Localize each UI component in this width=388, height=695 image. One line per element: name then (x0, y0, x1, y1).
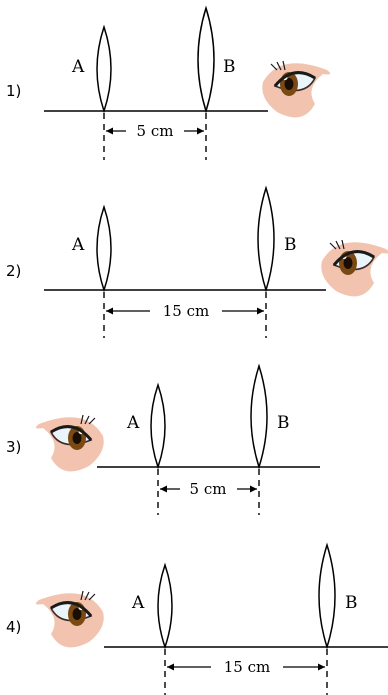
arrowhead-left-icon (106, 307, 113, 315)
separation-label: 15 cm (224, 658, 270, 676)
eye-icon (262, 60, 331, 118)
lens-a (96, 204, 112, 293)
arrowhead-right-icon (257, 307, 264, 315)
lens-b-label: B (277, 413, 290, 433)
arrowhead-left-icon (167, 663, 174, 671)
lens-a-label: A (131, 593, 145, 613)
panel-1: 1) A B 5 cm (6, 5, 331, 160)
eye-icon (35, 590, 104, 648)
lens-a (96, 24, 112, 114)
lens-b (250, 363, 268, 470)
lens-b-label: B (284, 235, 297, 255)
separation-label: 15 cm (163, 302, 209, 320)
panel-2-number: 2) (6, 262, 21, 280)
lens-b (257, 185, 275, 293)
lens-a-label: A (126, 413, 140, 433)
panel-4-number: 4) (6, 618, 21, 636)
separation-label: 5 cm (137, 122, 174, 140)
panel-1-number: 1) (6, 82, 21, 100)
arrowhead-right-icon (250, 485, 257, 493)
panel-2: 2) A B 15 cm (6, 185, 388, 338)
lens-a-label: A (71, 235, 85, 255)
panel-4: 4) A B 15 cm (6, 542, 388, 695)
separation-label: 5 cm (190, 480, 227, 498)
lens-b-label: B (345, 593, 358, 613)
arrowhead-right-icon (197, 127, 204, 135)
eye-icon (321, 239, 388, 297)
lens-a (150, 382, 166, 470)
lens-b (197, 5, 215, 114)
arrowhead-left-icon (106, 127, 113, 135)
lens-b-label: B (223, 57, 236, 77)
lens-a (157, 562, 173, 650)
lens-a-label: A (71, 57, 85, 77)
arrowhead-right-icon (318, 663, 325, 671)
panel-3: 3) A B 5 cm (6, 363, 320, 515)
eye-icon (35, 414, 104, 472)
lens-b (318, 542, 336, 650)
arrowhead-left-icon (160, 485, 167, 493)
panel-3-number: 3) (6, 438, 21, 456)
